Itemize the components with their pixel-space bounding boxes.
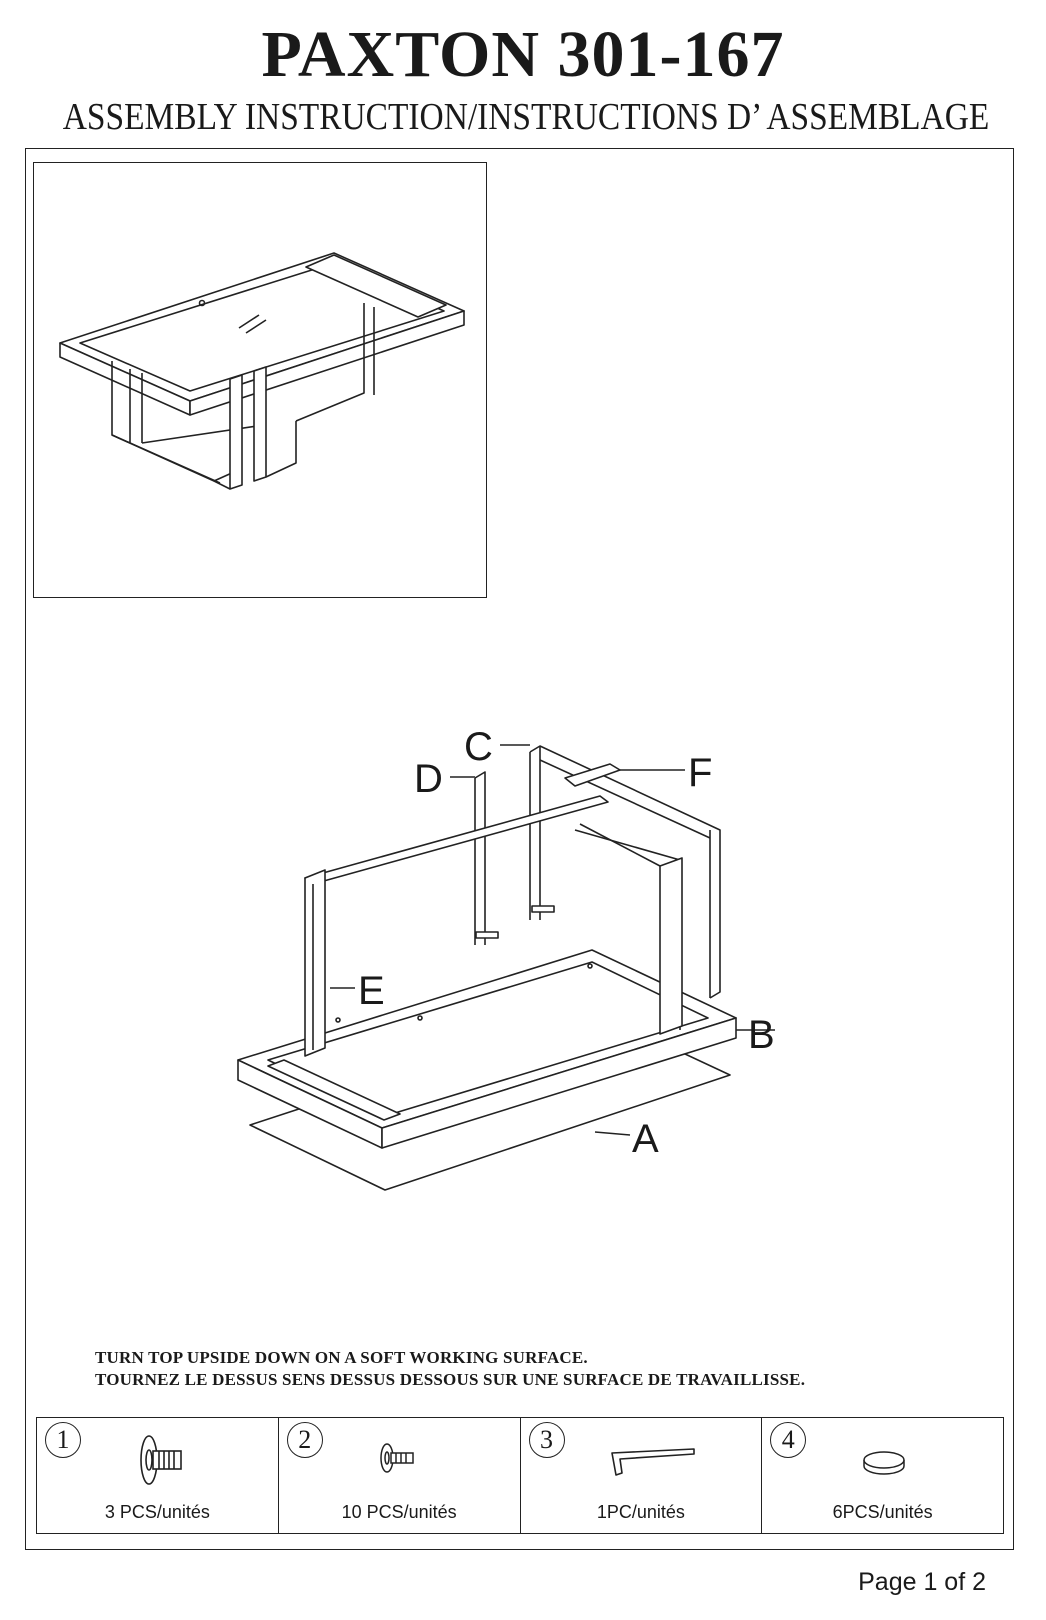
part-quantity: 10 PCS/unités — [341, 1502, 457, 1522]
part-quantity: 6PCS/unités — [832, 1502, 933, 1522]
part-number: 3 — [528, 1422, 565, 1458]
part-quantity: 3 PCS/unités — [104, 1502, 210, 1522]
label-e: E — [358, 969, 385, 1013]
felt-pad-icon — [863, 1451, 905, 1475]
instruction-english: TURN TOP UPSIDE DOWN ON A SOFT WORKING S… — [95, 1348, 588, 1367]
large-bolt-icon — [140, 1435, 182, 1485]
exploded-assembly-diagram: C D F E B A — [237, 730, 775, 1191]
assembled-table-illustration — [59, 252, 465, 490]
document-subtitle: ASSEMBLY INSTRUCTION/INSTRUCTIONS D’ ASS… — [62, 96, 990, 138]
part-item-4: 4 6PCS/unités — [762, 1418, 1003, 1533]
part-number: 2 — [286, 1422, 323, 1458]
part-number: 1 — [45, 1422, 81, 1458]
document-title: PAXTON 301-167 — [261, 18, 785, 91]
leg-frame-e — [304, 869, 326, 1057]
small-bolt-icon — [380, 1443, 414, 1473]
part-quantity: 1PC/unités — [596, 1502, 685, 1522]
part-item-2: 2 10 PCS/unités — [279, 1418, 521, 1533]
part-item-3: 3 1PC/unités — [521, 1418, 763, 1533]
label-f: F — [688, 751, 712, 795]
parts-list: 1 3 PCS/unités 2 10 PCS/unités 3 — [36, 1417, 1004, 1534]
label-c: C — [464, 730, 493, 769]
allen-key-icon — [610, 1448, 695, 1476]
instruction-french: TOURNEZ LE DESSUS SENS DESSUS DESSOUS SU… — [95, 1370, 806, 1389]
label-d: D — [414, 757, 443, 801]
page-number: Page 1 of 2 — [858, 1568, 986, 1596]
assembled-table-preview — [33, 162, 487, 598]
label-a: A — [632, 1117, 659, 1161]
part-number: 4 — [770, 1422, 807, 1458]
label-b: B — [748, 1013, 775, 1057]
page-frame — [25, 148, 1014, 1550]
part-item-1: 1 3 PCS/unités — [37, 1418, 279, 1533]
